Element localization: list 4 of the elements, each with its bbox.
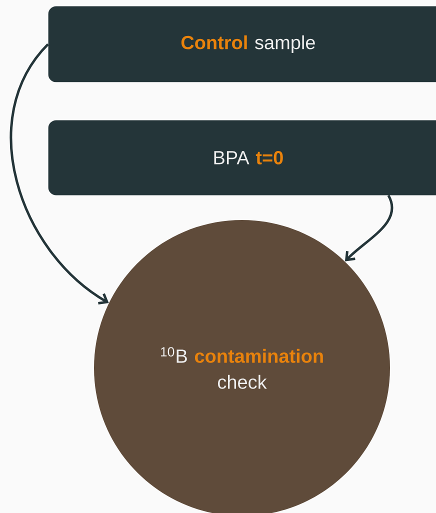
process-box: BPA t=0 [48, 120, 436, 196]
arrow [344, 194, 394, 262]
process-box: Control sample [48, 6, 436, 82]
arrow [10, 43, 109, 305]
